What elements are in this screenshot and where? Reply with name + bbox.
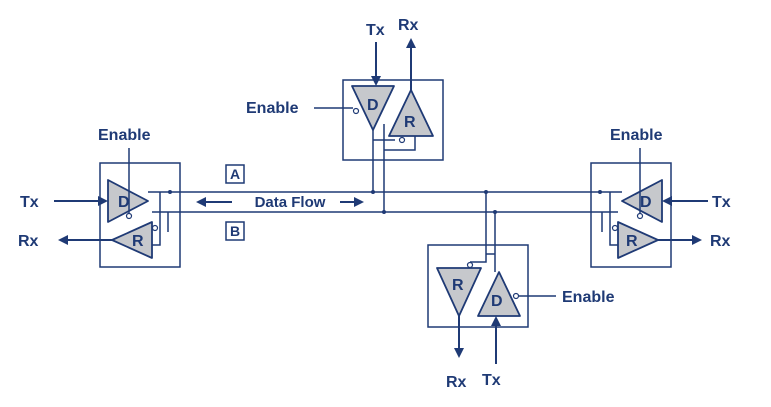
- bus-labels: A B Data Flow: [196, 164, 364, 241]
- bottom-junction-b: [493, 210, 497, 214]
- top-junction-a: [371, 190, 375, 194]
- receiver-left-label: R: [132, 233, 144, 250]
- rx-right-label: Rx: [710, 233, 731, 250]
- line-b-box: [225, 221, 245, 241]
- transceiver-bottom: R D Enable Rx Tx: [427, 190, 615, 391]
- line-a-box: [225, 164, 245, 184]
- transceiver-top: D R Enable Tx Rx: [246, 17, 444, 214]
- driver-top: [351, 85, 395, 131]
- rx-left-label: Rx: [18, 233, 39, 250]
- rx-bottom-arrowhead: [454, 348, 464, 358]
- driver-right-label: D: [640, 194, 652, 211]
- data-flow-arrowhead-left: [196, 197, 206, 207]
- driver-left-label: D: [118, 194, 130, 211]
- bottom-junction-a: [484, 190, 488, 194]
- rx-top-label: Rx: [398, 17, 419, 34]
- differential-bus: [150, 191, 610, 213]
- rx-right-arrowhead: [692, 235, 702, 245]
- receiver-bottom-enable-bubble: [466, 261, 474, 269]
- enable-top-label: Enable: [246, 100, 299, 117]
- tx-right-label: Tx: [712, 194, 731, 211]
- driver-top-enable-bubble: [352, 107, 360, 115]
- data-flow-label: Data Flow: [255, 194, 326, 211]
- tx-right-arrowhead: [662, 196, 672, 206]
- top-wire-b: [383, 124, 416, 212]
- receiver-right: [617, 221, 659, 259]
- tx-top-arrowhead: [371, 76, 381, 86]
- left-junction-a: [168, 190, 172, 194]
- driver-right-enable-bubble: [636, 212, 644, 220]
- receiver-left: [111, 221, 153, 259]
- line-b-label: B: [230, 223, 240, 239]
- driver-bottom-label: D: [491, 293, 503, 310]
- tx-top-label: Tx: [366, 22, 385, 39]
- transceiver-left: D R Enable Tx Rx: [18, 127, 181, 268]
- driver-bottom-enable-bubble: [512, 292, 520, 300]
- tx-left-label: Tx: [20, 194, 39, 211]
- receiver-left-enable-bubble: [151, 224, 159, 232]
- data-flow-arrowhead-right: [354, 197, 364, 207]
- rx-left-arrowhead: [58, 235, 68, 245]
- right-junction-a: [598, 190, 602, 194]
- driver-bottom: [477, 271, 521, 317]
- receiver-top-enable-bubble: [398, 136, 406, 144]
- tx-left-arrowhead: [98, 196, 108, 206]
- receiver-top: [388, 89, 434, 137]
- line-a-label: A: [230, 166, 240, 182]
- driver-left-enable-bubble: [125, 212, 133, 220]
- receiver-bottom-label: R: [452, 277, 464, 294]
- rx-top-arrowhead: [406, 38, 416, 48]
- bottom-wire-b: [486, 212, 496, 272]
- left-wire-b: [152, 211, 180, 232]
- driver-top-label: D: [367, 97, 379, 114]
- bottom-wire-a: [470, 192, 487, 263]
- enable-bottom-label: Enable: [562, 289, 615, 306]
- right-wire-b: [591, 211, 618, 232]
- right-wire-a: [591, 191, 622, 246]
- receiver-right-enable-bubble: [611, 224, 619, 232]
- enable-left-label: Enable: [98, 127, 151, 144]
- enable-right-label: Enable: [610, 127, 663, 144]
- top-junction-b: [382, 210, 386, 214]
- receiver-right-label: R: [626, 233, 638, 250]
- tx-bottom-arrowhead: [491, 316, 501, 326]
- transceiver-right: D R Enable Tx Rx: [590, 127, 731, 268]
- rx-bottom-label: Rx: [446, 374, 467, 391]
- receiver-top-label: R: [404, 114, 416, 131]
- tx-bottom-label: Tx: [482, 372, 501, 389]
- left-wire-a: [148, 191, 180, 246]
- receiver-bottom: [436, 267, 482, 317]
